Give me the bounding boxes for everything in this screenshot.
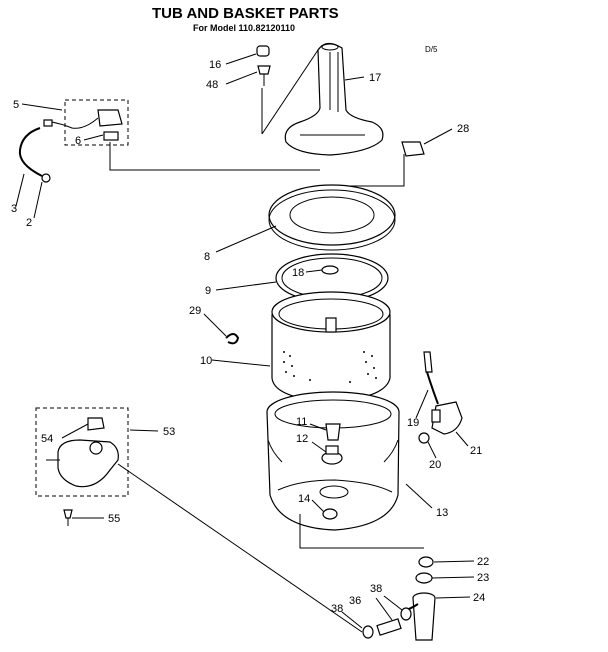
model-subtitle: For Model 110.82120110	[193, 23, 295, 33]
drive-block	[325, 423, 341, 441]
label-8: 8	[204, 251, 210, 263]
label-53: 53	[163, 426, 175, 438]
drain-fitting	[418, 556, 434, 568]
label-54: 54	[41, 433, 53, 445]
agitator-cap	[256, 45, 270, 57]
label-55: 55	[108, 513, 120, 525]
pump-assembly	[46, 439, 119, 488]
label-16: 16	[209, 59, 221, 71]
label-23: 23	[477, 572, 489, 584]
hose-clamp-upper	[400, 607, 412, 621]
label-9: 9	[205, 285, 211, 297]
label-12: 12	[296, 433, 308, 445]
label-28: 28	[457, 123, 469, 135]
lid-switch-box	[64, 99, 129, 146]
hose-clamp	[418, 432, 430, 444]
pump-connector	[431, 401, 463, 435]
lid-switch-bracket	[401, 141, 425, 157]
tub-ring	[268, 184, 396, 251]
label-10: 10	[200, 355, 212, 367]
hose-clamp-lower	[362, 625, 374, 639]
agitator-bolt	[257, 65, 271, 86]
pump-assembly-box	[35, 407, 129, 497]
tub-seal	[322, 508, 338, 520]
label-3: 3	[11, 203, 17, 215]
basket-perforations	[283, 351, 377, 383]
pump-cap	[87, 417, 105, 431]
label-19: 19	[407, 417, 419, 429]
agitator	[284, 42, 384, 156]
label-18: 18	[292, 267, 304, 279]
lid-switch	[97, 109, 123, 141]
basket-clip	[225, 333, 240, 345]
label-5: 5	[13, 99, 19, 111]
label-38-lower: 38	[331, 603, 343, 615]
hose-coupling	[376, 618, 402, 636]
label-21: 21	[470, 445, 482, 457]
label-48: 48	[206, 79, 218, 91]
label-36: 36	[349, 595, 361, 607]
splash-shield	[321, 445, 343, 465]
label-11: 11	[296, 416, 307, 428]
drain-hose	[401, 592, 436, 641]
label-6: 6	[75, 135, 81, 147]
basket-nut	[321, 265, 339, 275]
pump-screw	[63, 509, 73, 526]
diagram-title: TUB AND BASKET PARTS	[152, 5, 339, 22]
label-22: 22	[477, 556, 489, 568]
label-17: 17	[369, 72, 381, 84]
corner-code: D/5	[425, 45, 438, 54]
outer-tub	[266, 391, 400, 531]
label-13: 13	[436, 507, 448, 519]
label-38-upper: 38	[370, 583, 382, 595]
label-14: 14	[298, 493, 310, 505]
label-20: 20	[429, 459, 441, 471]
wash-basket	[271, 291, 391, 403]
label-29: 29	[189, 305, 201, 317]
label-2: 2	[26, 217, 32, 229]
label-24: 24	[473, 592, 485, 604]
fill-hose	[423, 351, 439, 405]
drain-ring	[415, 572, 433, 584]
tub-gasket	[275, 253, 389, 303]
